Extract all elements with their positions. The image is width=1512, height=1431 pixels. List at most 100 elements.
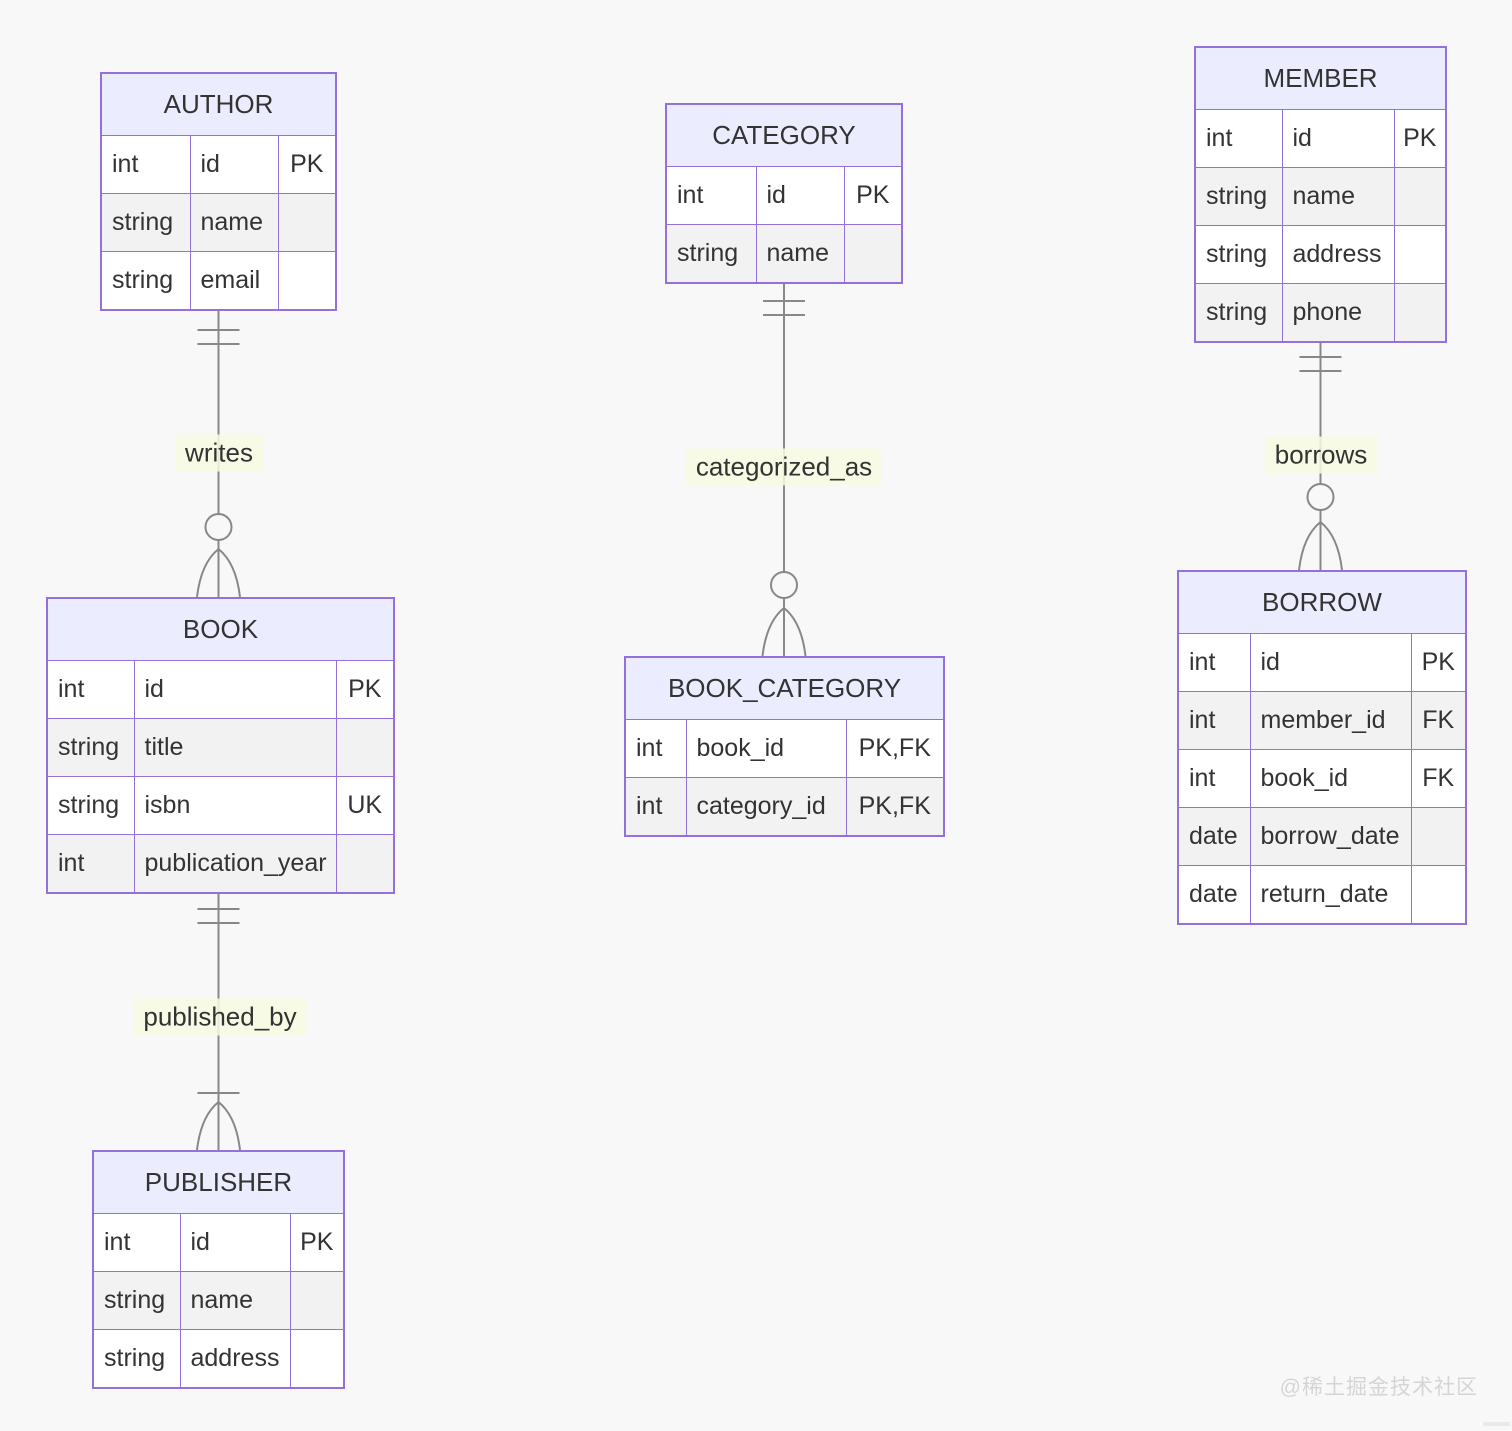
zero-marker xyxy=(204,513,233,541)
attribute-row: string name xyxy=(92,1271,345,1330)
attribute-key xyxy=(335,834,395,894)
entity-borrow: BORROW int id PK int member_id FK int bo… xyxy=(1177,570,1467,925)
zero-marker xyxy=(1306,483,1335,511)
attribute-key: PK,FK xyxy=(845,719,945,778)
attribute-row: string isbn UK xyxy=(46,776,395,835)
entity-title: AUTHOR xyxy=(100,72,337,136)
attribute-type: string xyxy=(46,776,135,835)
attribute-name: return_date xyxy=(1249,865,1412,925)
attribute-type: string xyxy=(100,251,191,311)
attribute-name: publication_year xyxy=(133,834,337,894)
attribute-type: string xyxy=(1194,283,1283,343)
attribute-type: int xyxy=(100,135,191,194)
relationship-label-published-by: published_by xyxy=(133,998,307,1036)
attribute-key xyxy=(1393,225,1447,284)
attribute-key xyxy=(289,1271,345,1330)
attribute-name: book_id xyxy=(1249,749,1412,808)
attribute-key: PK xyxy=(289,1213,345,1272)
attribute-key xyxy=(1410,865,1467,925)
attribute-key: PK xyxy=(1393,109,1447,168)
entity-book: BOOK int id PK string title string isbn … xyxy=(46,597,395,894)
attribute-row: string email xyxy=(100,251,337,311)
attribute-row: string address xyxy=(1194,225,1447,284)
attribute-type: string xyxy=(92,1329,181,1389)
attribute-name: category_id xyxy=(685,777,847,837)
attribute-row: int id PK xyxy=(665,166,903,225)
attribute-row: int id PK xyxy=(46,660,395,719)
attribute-row: int member_id FK xyxy=(1177,691,1467,750)
entity-publisher: PUBLISHER int id PK string name string a… xyxy=(92,1150,345,1389)
attribute-row: int category_id PK,FK xyxy=(624,777,945,837)
attribute-key: FK xyxy=(1410,749,1467,808)
attribute-key: PK xyxy=(335,660,395,719)
attribute-name: isbn xyxy=(133,776,337,835)
watermark: @稀土掘金技术社区 xyxy=(1279,1376,1478,1399)
zero-marker xyxy=(770,571,798,599)
attribute-type: int xyxy=(624,777,687,837)
attribute-name: name xyxy=(1281,167,1395,226)
relationship-label-categorized-as: categorized_as xyxy=(685,448,883,486)
attribute-name: address xyxy=(1281,225,1395,284)
crow-foot-leg xyxy=(761,607,785,657)
attribute-name: id xyxy=(1249,633,1412,692)
attribute-row: int id PK xyxy=(92,1213,345,1272)
attribute-name: email xyxy=(189,251,279,311)
attribute-name: borrow_date xyxy=(1249,807,1412,866)
attribute-type: date xyxy=(1177,865,1251,925)
crow-foot-leg xyxy=(1298,521,1322,571)
attribute-type: date xyxy=(1177,807,1251,866)
attribute-key: PK xyxy=(277,135,337,194)
attribute-type: int xyxy=(1177,691,1251,750)
entity-title: CATEGORY xyxy=(665,103,903,167)
attribute-row: int book_id FK xyxy=(1177,749,1467,808)
attribute-type: int xyxy=(1194,109,1283,168)
crow-foot-leg xyxy=(783,607,807,657)
entity-title: BOOK_CATEGORY xyxy=(624,656,945,720)
attribute-type: int xyxy=(92,1213,181,1272)
attribute-key xyxy=(1410,807,1467,866)
attribute-row: string title xyxy=(46,718,395,777)
attribute-name: name xyxy=(179,1271,291,1330)
attribute-key: PK xyxy=(843,166,903,225)
attribute-type: int xyxy=(46,660,135,719)
attribute-row: string name xyxy=(665,224,903,284)
attribute-type: string xyxy=(92,1271,181,1330)
attribute-row: int id PK xyxy=(1177,633,1467,692)
attribute-row: int id PK xyxy=(100,135,337,194)
attribute-key xyxy=(289,1329,345,1389)
attribute-name: id xyxy=(755,166,845,225)
attribute-key xyxy=(843,224,903,284)
attribute-name: address xyxy=(179,1329,291,1389)
entity-title: BOOK xyxy=(46,597,395,661)
attribute-type: string xyxy=(1194,225,1283,284)
attribute-key xyxy=(1393,167,1447,226)
attribute-name: id xyxy=(1281,109,1395,168)
attribute-type: int xyxy=(46,834,135,894)
attribute-row: int book_id PK,FK xyxy=(624,719,945,778)
attribute-key: FK xyxy=(1410,691,1467,750)
entity-category: CATEGORY int id PK string name xyxy=(665,103,903,284)
entity-title: BORROW xyxy=(1177,570,1467,634)
attribute-row: string name xyxy=(100,193,337,252)
attribute-name: title xyxy=(133,718,337,777)
relationship-label-writes: writes xyxy=(175,434,263,472)
attribute-type: int xyxy=(665,166,757,225)
entity-title: MEMBER xyxy=(1194,46,1447,110)
attribute-key: UK xyxy=(335,776,395,835)
crow-foot-leg xyxy=(196,548,220,598)
attribute-type: string xyxy=(100,193,191,252)
entity-book-category: BOOK_CATEGORY int book_id PK,FK int cate… xyxy=(624,656,945,837)
attribute-name: name xyxy=(755,224,845,284)
attribute-name: id xyxy=(133,660,337,719)
attribute-row: date borrow_date xyxy=(1177,807,1467,866)
attribute-name: id xyxy=(189,135,279,194)
attribute-row: int publication_year xyxy=(46,834,395,894)
entity-title: PUBLISHER xyxy=(92,1150,345,1214)
crow-foot-leg xyxy=(1319,521,1343,571)
entity-author: AUTHOR int id PK string name string emai… xyxy=(100,72,337,311)
attribute-type: string xyxy=(665,224,757,284)
attribute-row: string phone xyxy=(1194,283,1447,343)
attribute-row: int id PK xyxy=(1194,109,1447,168)
attribute-type: string xyxy=(46,718,135,777)
